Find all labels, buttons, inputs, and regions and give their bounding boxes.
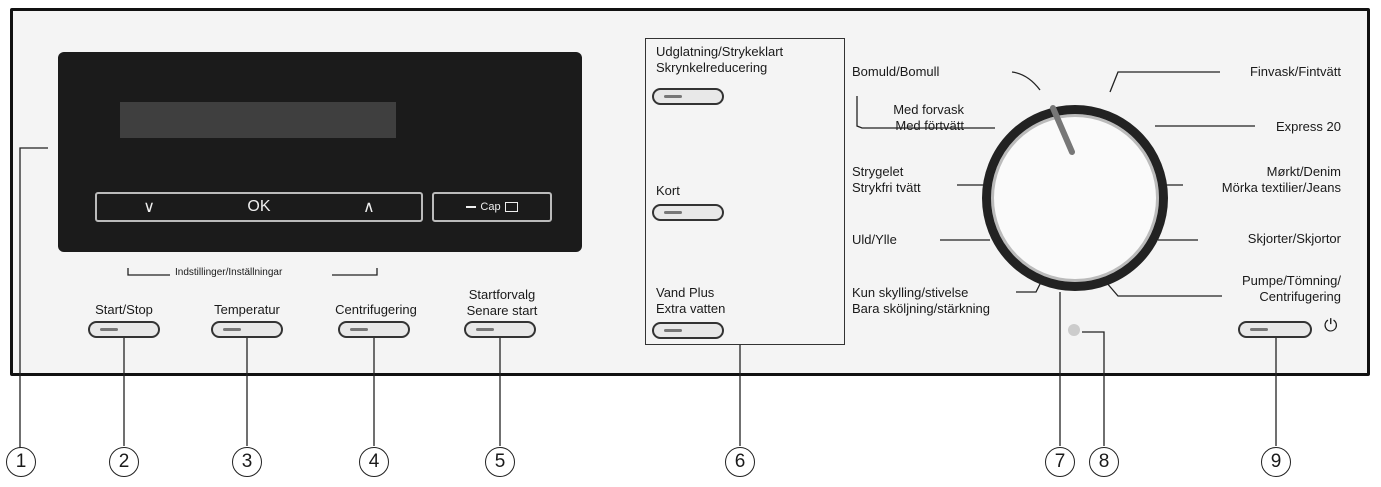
centrifugering-label: Centrifugering: [335, 302, 417, 317]
program-med-forvask-1: Med forvask: [893, 102, 964, 117]
power-icon: ⏻: [1324, 316, 1338, 335]
vand-plus-button[interactable]: [652, 322, 724, 339]
startforvalg-button[interactable]: [464, 321, 536, 338]
cap-box-icon: [504, 202, 518, 212]
vand-plus-label-2: Extra vatten: [656, 301, 726, 316]
udglatning-button[interactable]: [652, 88, 724, 105]
callout-8: 8: [1089, 447, 1119, 477]
cap-dash-icon: [466, 206, 477, 208]
callout-7: 7: [1045, 447, 1075, 477]
cap-button[interactable]: Cap: [432, 192, 552, 222]
kort-button[interactable]: [652, 204, 724, 221]
program-strygelet-2: Strykfri tvätt: [852, 180, 921, 195]
program-pumpe-1: Pumpe/Tömning/: [1242, 273, 1341, 288]
callout-5: 5: [485, 447, 515, 477]
callout-2: 2: [109, 447, 139, 477]
program-morkt-1: Mørkt/Denim: [1266, 164, 1341, 179]
program-morkt-2: Mörka textilier/Jeans: [1221, 180, 1341, 195]
kort-label: Kort: [656, 183, 680, 198]
program-med-forvask-2: Med förtvätt: [895, 118, 964, 133]
callout-4: 4: [359, 447, 389, 477]
nav-up-button[interactable]: ∧: [363, 199, 375, 216]
start-stop-button[interactable]: [88, 321, 160, 338]
centrifugering-button[interactable]: [338, 321, 410, 338]
temperatur-button[interactable]: [211, 321, 283, 338]
udglatning-label-2: Skrynkelreducering: [656, 60, 768, 75]
program-express: Express 20: [1275, 119, 1341, 134]
callout-3: 3: [232, 447, 262, 477]
program-selector-dial[interactable]: [982, 105, 1168, 291]
program-uld: Uld/Ylle: [852, 232, 897, 247]
indicator-light: [1068, 324, 1080, 336]
program-strygelet-1: Strygelet: [852, 164, 904, 179]
udglatning-label-1: Udglatning/Strykeklart: [656, 44, 784, 59]
display-unit: [58, 52, 582, 252]
start-stop-label: Start/Stop: [95, 302, 153, 317]
temperatur-label: Temperatur: [214, 302, 280, 317]
callout-9: 9: [1261, 447, 1291, 477]
program-skjorter: Skjorter/Skjortor: [1247, 231, 1341, 246]
callout-1: 1: [6, 447, 36, 477]
power-button[interactable]: [1238, 321, 1312, 338]
vand-plus-label-1: Vand Plus: [656, 285, 715, 300]
display-nav-keys: ∨ OK ∧: [95, 192, 423, 222]
program-bomuld: Bomuld/Bomull: [852, 64, 940, 79]
program-kun-skylling-2: Bara sköljning/stärkning: [852, 301, 991, 316]
settings-label: Indstillinger/Inställningar: [175, 267, 283, 278]
options-group: [645, 38, 845, 345]
nav-ok-button[interactable]: OK: [247, 198, 271, 215]
program-kun-skylling-1: Kun skylling/stivelse: [852, 285, 969, 300]
callout-6: 6: [725, 447, 755, 477]
cap-label: Cap: [480, 201, 501, 213]
display-screen: [120, 102, 396, 138]
startforvalg-label-1: Startforvalg: [468, 287, 536, 302]
nav-down-button[interactable]: ∨: [143, 199, 155, 216]
program-finvask: Finvask/Fintvätt: [1249, 64, 1341, 79]
startforvalg-label-2: Senare start: [466, 303, 538, 318]
program-pumpe-2: Centrifugering: [1259, 289, 1341, 304]
